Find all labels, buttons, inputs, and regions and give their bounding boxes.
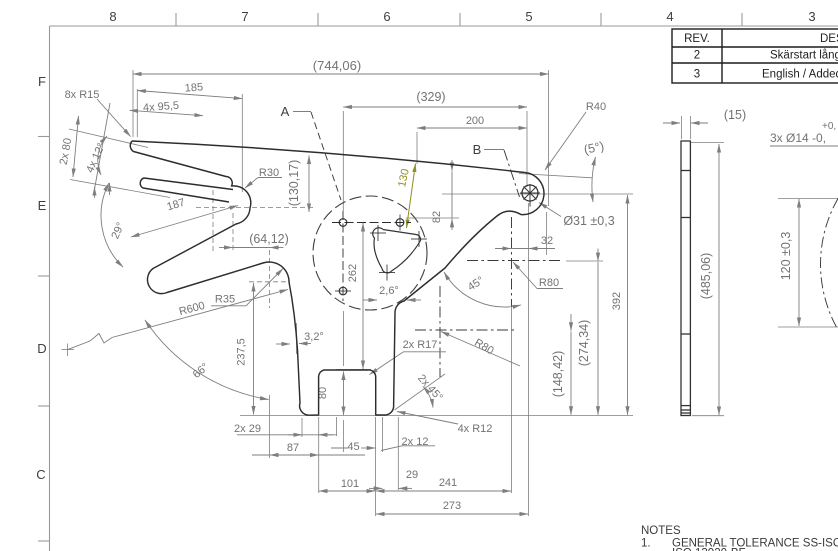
- svg-text:29: 29: [406, 469, 418, 481]
- svg-text:2x 80: 2x 80: [58, 137, 74, 166]
- svg-text:C: C: [36, 467, 45, 482]
- svg-text:R40: R40: [586, 101, 606, 113]
- svg-text:273: 273: [443, 500, 461, 512]
- svg-text:262: 262: [347, 264, 359, 282]
- svg-text:(744,06): (744,06): [313, 58, 361, 73]
- svg-text:(64,12): (64,12): [249, 232, 289, 246]
- svg-text:80: 80: [317, 387, 329, 399]
- svg-text:2x 29: 2x 29: [234, 423, 261, 435]
- svg-text:REV.: REV.: [684, 33, 710, 45]
- svg-text:3: 3: [808, 9, 815, 24]
- svg-text:82: 82: [431, 211, 443, 223]
- svg-text:87: 87: [287, 442, 299, 454]
- svg-text:8: 8: [109, 9, 116, 24]
- svg-text:1.: 1.: [641, 538, 651, 550]
- svg-text:2x 12: 2x 12: [402, 436, 429, 448]
- svg-text:(485,06): (485,06): [699, 253, 713, 300]
- svg-text:E: E: [38, 198, 47, 213]
- svg-text:(148,42): (148,42): [551, 351, 565, 398]
- svg-text:2x R17: 2x R17: [403, 339, 438, 351]
- svg-text:2,6°: 2,6°: [379, 285, 399, 297]
- svg-text:NOTES: NOTES: [641, 525, 681, 537]
- svg-text:(130,17): (130,17): [287, 160, 301, 207]
- svg-text:R30: R30: [259, 167, 279, 179]
- svg-text:45: 45: [347, 441, 359, 453]
- svg-text:8x R15: 8x R15: [65, 89, 100, 101]
- svg-text:DESCRIPTION: DESCRIPTION: [820, 33, 838, 45]
- svg-text:+0,: +0,: [822, 121, 836, 132]
- svg-text:(5°): (5°): [583, 139, 606, 157]
- svg-text:GENERAL TOLERANCE SS-ISO 9013: GENERAL TOLERANCE SS-ISO 9013: [672, 538, 838, 550]
- svg-text:(15): (15): [724, 108, 746, 122]
- svg-text:English / Added: English / Added: [762, 69, 838, 81]
- svg-text:7: 7: [241, 9, 248, 24]
- svg-text:F: F: [38, 74, 46, 89]
- svg-text:4x R12: 4x R12: [458, 423, 493, 435]
- svg-text:Skärstart lång: Skärstart lång: [770, 50, 838, 62]
- svg-text:3,2°: 3,2°: [304, 331, 324, 343]
- svg-text:101: 101: [341, 478, 359, 490]
- svg-text:120 ±0,3: 120 ±0,3: [779, 232, 793, 281]
- svg-text:(329): (329): [416, 90, 445, 104]
- svg-text:4: 4: [666, 9, 673, 24]
- svg-text:D: D: [37, 341, 46, 356]
- svg-text:130: 130: [396, 168, 412, 188]
- svg-text:A: A: [281, 104, 290, 119]
- svg-text:200: 200: [466, 115, 484, 127]
- svg-text:241: 241: [439, 477, 457, 489]
- svg-text:B: B: [473, 142, 482, 157]
- svg-text:185: 185: [184, 81, 203, 94]
- svg-text:32: 32: [541, 235, 553, 247]
- svg-text:3x Ø14 -0,: 3x Ø14 -0,: [770, 131, 826, 145]
- svg-text:2: 2: [694, 50, 700, 62]
- svg-text:6: 6: [383, 9, 390, 24]
- svg-text:5: 5: [525, 9, 532, 24]
- svg-text:R80: R80: [539, 277, 559, 289]
- svg-text:(274,34): (274,34): [577, 320, 591, 367]
- svg-text:3: 3: [694, 69, 700, 81]
- svg-text:237,5: 237,5: [236, 338, 248, 366]
- svg-text:Ø31 ±0,3: Ø31 ±0,3: [563, 214, 614, 228]
- svg-text:4x 95,5: 4x 95,5: [143, 100, 180, 114]
- svg-text:392: 392: [611, 292, 623, 310]
- svg-text:ISO 13920-BF: ISO 13920-BF: [672, 548, 746, 551]
- svg-text:187: 187: [165, 197, 186, 214]
- svg-text:R35: R35: [215, 294, 235, 306]
